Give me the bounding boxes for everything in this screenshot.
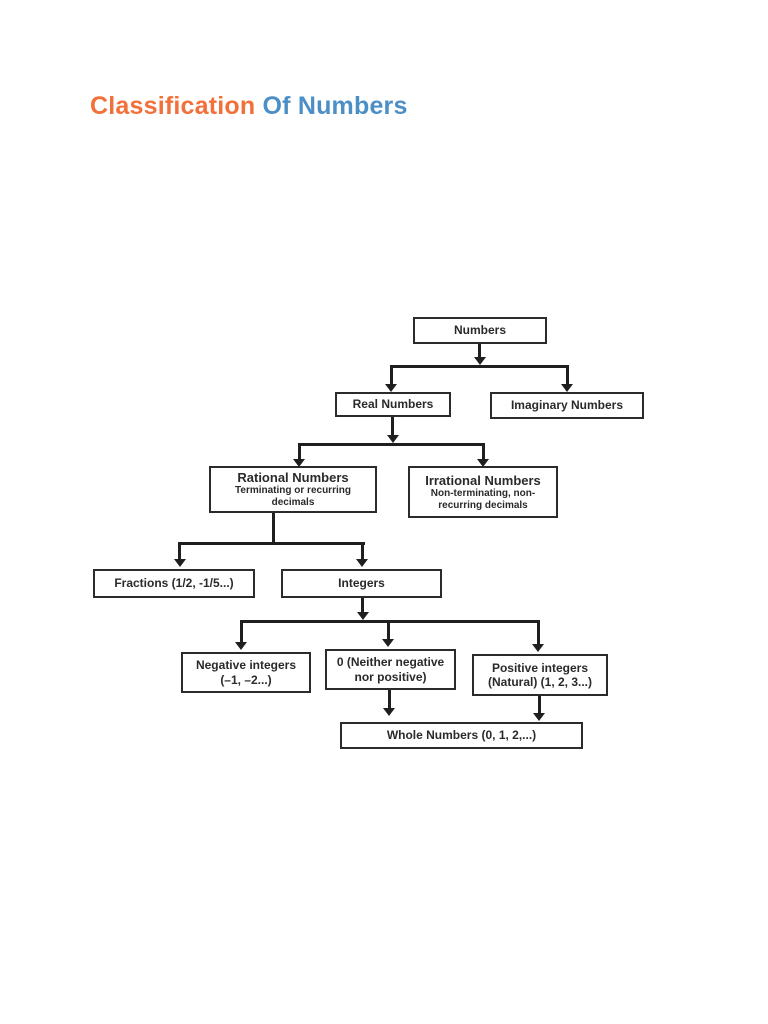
connector-line — [482, 446, 485, 459]
connector-arrowhead — [293, 459, 305, 467]
node-positive-integers: Positive integers (Natural) (1, 2, 3...) — [472, 654, 608, 696]
node-negative-integers-label: Negative integers — [195, 658, 297, 673]
node-rational-numbers-label: Rational Numbers — [237, 470, 349, 486]
connector-arrowhead — [382, 639, 394, 647]
node-zero-label: 0 (Neither negative nor positive) — [336, 655, 445, 684]
node-whole-numbers-label: Whole Numbers (0, 1, 2,...) — [386, 728, 537, 743]
node-positive-integers-sublabel: (Natural) (1, 2, 3...) — [487, 675, 593, 689]
connector-line — [387, 623, 390, 639]
node-rational-numbers: Rational Numbers Terminating or recurrin… — [209, 466, 377, 513]
connector-arrowhead — [561, 384, 573, 392]
node-positive-integers-label: Positive integers — [491, 660, 589, 675]
connector-line — [566, 368, 569, 384]
connector-line — [361, 545, 364, 559]
connector-arrowhead — [383, 708, 395, 716]
connector-line — [537, 623, 540, 644]
connector-line — [178, 542, 365, 545]
connector-arrowhead — [385, 384, 397, 392]
connector-line — [391, 417, 394, 435]
connector-line — [272, 513, 275, 544]
node-whole-numbers: Whole Numbers (0, 1, 2,...) — [340, 722, 583, 749]
connector-arrowhead — [356, 559, 368, 567]
connector-line — [390, 365, 569, 368]
connector-line — [298, 446, 301, 459]
node-integers-label: Integers — [338, 576, 385, 591]
node-fractions: Fractions (1/2, -1/5...) — [93, 569, 255, 598]
connector-line — [240, 620, 540, 623]
connector-arrowhead — [532, 644, 544, 652]
node-irrational-numbers: Irrational Numbers Non-terminating, non-… — [408, 466, 558, 518]
node-numbers: Numbers — [413, 317, 547, 344]
connector-line — [478, 344, 481, 359]
node-imaginary-numbers: Imaginary Numbers — [490, 392, 644, 419]
node-fractions-label: Fractions (1/2, -1/5...) — [114, 576, 234, 591]
node-real-numbers-label: Real Numbers — [352, 397, 434, 412]
connector-line — [178, 545, 181, 559]
connector-line — [298, 443, 485, 446]
node-negative-integers: Negative integers (–1, –2...) — [181, 652, 311, 693]
connector-arrowhead — [533, 713, 545, 721]
connector-arrowhead — [474, 357, 486, 365]
connector-arrowhead — [357, 612, 369, 620]
connector-arrowhead — [235, 642, 247, 650]
node-zero: 0 (Neither negative nor positive) — [325, 649, 456, 690]
node-imaginary-numbers-label: Imaginary Numbers — [510, 398, 624, 413]
node-integers: Integers — [281, 569, 442, 598]
node-irrational-numbers-sublabel: Non-terminating, non-recurring decimals — [430, 487, 536, 511]
page-title: Classification Of Numbers — [90, 92, 408, 121]
connector-line — [538, 696, 541, 713]
node-real-numbers: Real Numbers — [335, 392, 451, 417]
connector-line — [361, 598, 364, 612]
connector-line — [388, 690, 391, 708]
node-rational-numbers-sublabel: Terminating or recurring decimals — [235, 485, 351, 509]
node-irrational-numbers-label: Irrational Numbers — [425, 472, 541, 488]
connector-arrowhead — [477, 459, 489, 467]
page-title-part2: Of Numbers — [255, 92, 408, 120]
connector-line — [240, 623, 243, 642]
node-numbers-label: Numbers — [453, 323, 506, 338]
connector-line — [390, 368, 393, 384]
connector-arrowhead — [174, 559, 186, 567]
connector-arrowhead — [387, 435, 399, 443]
page-title-part1: Classification — [90, 92, 256, 120]
node-negative-integers-sublabel: (–1, –2...) — [220, 672, 272, 687]
